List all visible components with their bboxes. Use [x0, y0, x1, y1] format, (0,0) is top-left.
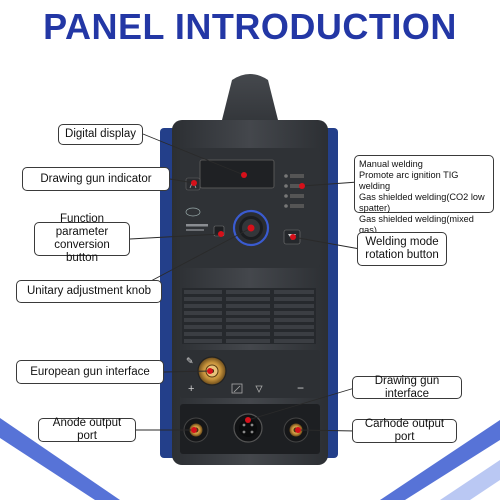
- label-anode-output-port: Anode output port: [38, 417, 136, 442]
- label-digital-display: Digital display: [58, 124, 143, 145]
- pointer-dots: [191, 172, 305, 433]
- label-cathode-output-port: Carhode output port: [352, 418, 457, 443]
- brand-marks: [185, 207, 208, 231]
- vent-grille: [182, 288, 316, 344]
- label-function-parameter-line2: conversion button: [54, 239, 110, 264]
- label-unitary-adjustment-knob: Unitary adjustment knob: [16, 280, 162, 303]
- mode-indicator-leds: [284, 174, 304, 208]
- welding-mode-tig: Promote arc ignition TIG welding: [359, 170, 459, 191]
- machine-handle: [222, 74, 278, 120]
- label-welding-mode-rotation: Welding mode rotation button: [357, 232, 447, 266]
- digital-display-screen: [199, 159, 275, 189]
- label-anode-output-port-text: Anode output port: [52, 417, 122, 442]
- label-function-parameter: Function parameter conversion button: [34, 213, 130, 264]
- drawing-gun-connector[interactable]: [233, 413, 263, 443]
- label-drawing-gun-indicator: Drawing gun indicator: [22, 167, 170, 191]
- label-european-gun-interface: European gun interface: [16, 360, 164, 384]
- drawing-gun-small-icons: [231, 383, 263, 394]
- label-welding-mode-rotation-line1: Welding mode: [365, 236, 439, 248]
- leader-lines: [129, 133, 361, 432]
- minus-sign: −: [297, 381, 304, 395]
- label-cathode-output-port-text: Carhode output port: [364, 418, 445, 443]
- background-sweep-right: [380, 420, 500, 500]
- plus-sign: +: [188, 383, 194, 395]
- welding-mode-co2: Gas shielded welding(CO2 low spatter): [359, 192, 485, 213]
- label-welding-mode-rotation-line2: rotation button: [365, 249, 439, 261]
- label-european-gun-interface-text: European gun interface: [30, 365, 150, 378]
- background-sweep-left: [0, 418, 120, 500]
- label-welding-modes: Manual welding Promote arc ignition TIG …: [354, 155, 494, 235]
- label-unitary-adjustment-knob-text: Unitary adjustment knob: [26, 285, 151, 297]
- label-digital-display-text: Digital display: [65, 128, 136, 140]
- welding-mode-mixed-gas: Gas shielded welding(mixed gas): [359, 214, 474, 235]
- welding-mode-manual: Manual welding: [359, 159, 423, 169]
- label-drawing-gun-interface-text: Drawing gun interface: [374, 374, 440, 400]
- label-drawing-gun-interface: Drawing gun interface: [352, 374, 462, 400]
- label-function-parameter-line1: Function parameter: [55, 213, 109, 238]
- label-drawing-gun-indicator-text: Drawing gun indicator: [40, 172, 152, 185]
- pen-icon: ✎: [186, 357, 194, 367]
- page-title: PANEL INTRODUCTION: [43, 6, 457, 47]
